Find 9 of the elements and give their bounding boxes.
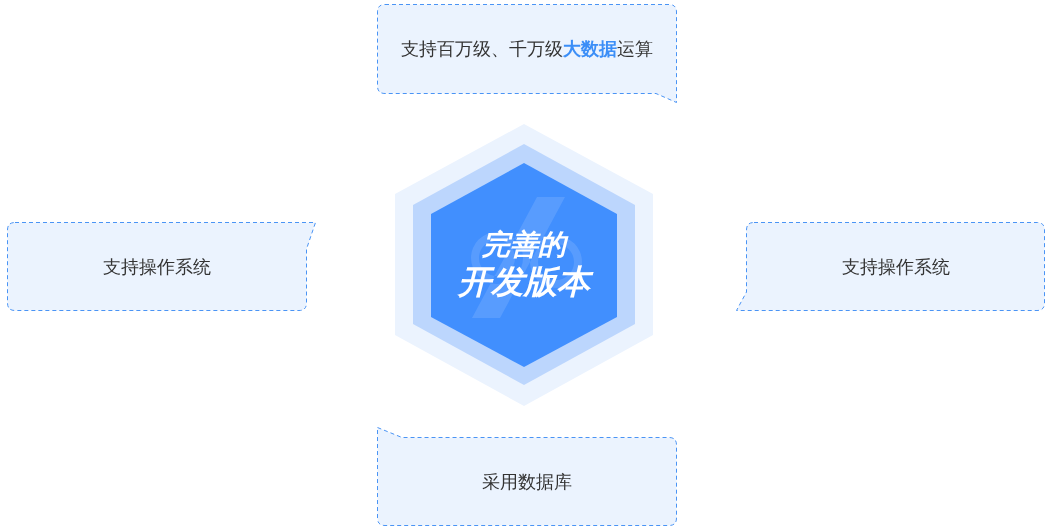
callout-text: 支持操作系统	[841, 254, 950, 279]
callout-text: 支持操作系统	[102, 254, 211, 279]
speech-bubble	[377, 4, 677, 103]
speech-bubble	[377, 427, 677, 526]
callout-text: 支持百万级、千万级大数据运算	[401, 36, 653, 61]
speech-bubble	[736, 222, 1045, 311]
callout-text: 采用数据库	[482, 469, 572, 494]
hexagon-badge	[395, 124, 653, 406]
speech-bubble	[7, 222, 316, 311]
